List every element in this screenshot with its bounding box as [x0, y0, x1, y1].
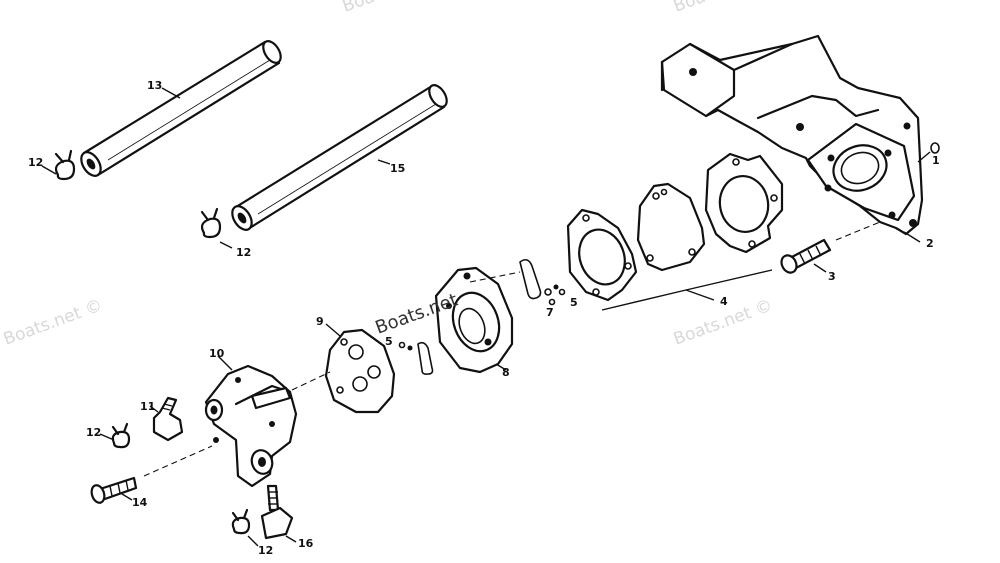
- callout-5-right: 5: [570, 296, 578, 309]
- callout-8: 8: [502, 366, 510, 379]
- part-5-7-hardware-right: [519, 258, 566, 306]
- part-15-tube: [231, 84, 448, 231]
- part-12-clamp-b: [200, 207, 222, 239]
- part-3-screw: [780, 238, 832, 274]
- callout-7: 7: [546, 306, 554, 319]
- assembly-lines: [143, 221, 881, 477]
- callout-16: 16: [298, 537, 314, 550]
- part-13-tube: [80, 40, 282, 177]
- part-14-long-screw: [90, 476, 138, 504]
- callout-3: 3: [828, 270, 836, 283]
- callout-2: 2: [926, 237, 934, 250]
- part-12-clamp-a: [54, 149, 76, 181]
- watermark-top-center: Boats.net ©: [340, 0, 444, 17]
- callout-1: 1: [932, 154, 940, 167]
- callout-4: 4: [720, 295, 728, 308]
- part-2-mounting-bracket: [660, 34, 924, 236]
- callout-labels: 13 12 15 12 1 2 3 4 7 5 5 8 9 10 11 12 1…: [28, 79, 940, 557]
- part-16-outlet-fitting: [260, 484, 294, 540]
- callout-5-left: 5: [385, 335, 393, 348]
- callout-12-left: 12: [86, 426, 101, 439]
- part-8-pump-cover: [434, 266, 514, 374]
- callout-13: 13: [147, 79, 162, 92]
- part-12-clamp-d: [231, 508, 251, 535]
- callout-14: 14: [132, 496, 148, 509]
- callout-10: 10: [209, 347, 225, 360]
- callout-12-top: 12: [28, 156, 43, 169]
- watermark-left: Boats.net ©: [1, 295, 105, 349]
- part-4-gasket-c: [566, 208, 638, 302]
- part-11-elbow-fitting: [152, 396, 184, 442]
- part-4-gasket-a: [704, 152, 784, 254]
- part-9-diaphragm-gasket: [324, 328, 396, 414]
- part-4-gasket-b: [636, 182, 706, 272]
- callout-15: 15: [390, 162, 405, 175]
- callout-12-bottom: 12: [258, 544, 273, 557]
- callout-9: 9: [316, 315, 324, 328]
- part-12-clamp-c: [111, 422, 131, 449]
- callout-12-mid: 12: [236, 246, 251, 259]
- part-4-leader-bracket: [601, 269, 773, 311]
- leader-lines: [41, 87, 931, 547]
- part-10-pump-body: [204, 364, 298, 488]
- part-5-hardware-left: [398, 341, 434, 375]
- callout-11: 11: [140, 400, 155, 413]
- watermarks: Boats.net © Boats.net © Boats.net © Boat…: [1, 0, 775, 350]
- part-1-washer: [930, 142, 940, 154]
- watermark-top-right: Boats.net ©: [671, 0, 775, 17]
